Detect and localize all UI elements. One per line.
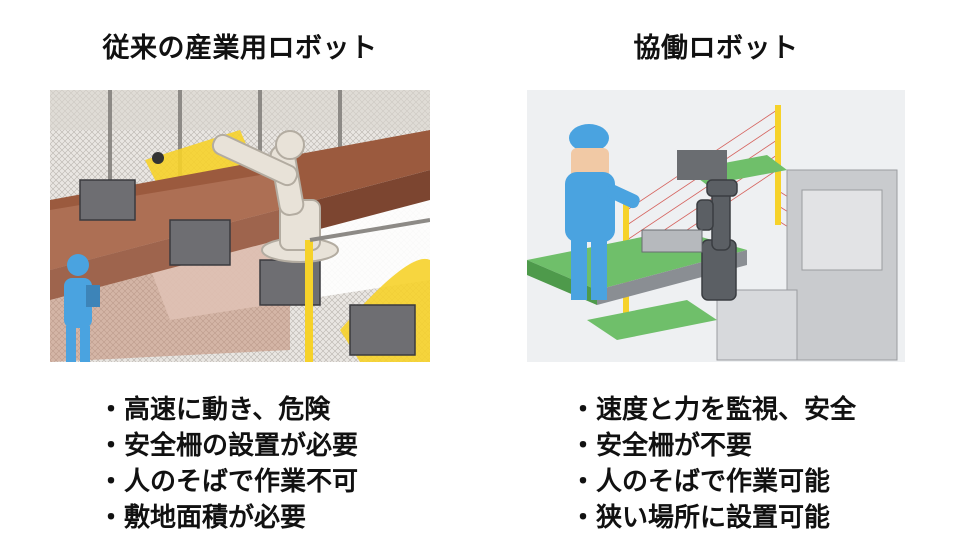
right-column-title: 協働ロボット <box>633 33 799 64</box>
left-column-title: 従来の産業用ロボット <box>102 33 378 64</box>
right-feature-list: 速度と力を監視、安全 安全柵が不要 人のそばで作業可能 狭い場所に設置可能 <box>570 392 856 536</box>
list-item: 狭い場所に設置可能 <box>570 500 856 536</box>
list-item: 人のそばで作業可能 <box>570 464 856 500</box>
industrial-robot-arm <box>211 130 339 263</box>
list-item: 安全柵の設置が必要 <box>98 428 358 464</box>
list-item: 安全柵が不要 <box>570 428 856 464</box>
industrial-robot-illustration <box>50 90 430 362</box>
list-item: 速度と力を監視、安全 <box>570 392 856 428</box>
collaborative-robot-illustration <box>527 90 905 362</box>
list-item: 高速に動き、危険 <box>98 392 358 428</box>
worker-figure <box>64 254 100 362</box>
list-item: 人のそばで作業不可 <box>98 464 358 500</box>
cobot-arm <box>696 179 738 301</box>
left-feature-list: 高速に動き、危険 安全柵の設置が必要 人のそばで作業不可 敷地面積が必要 <box>98 392 358 536</box>
worker-figure <box>565 124 640 300</box>
list-item: 敷地面積が必要 <box>98 500 358 536</box>
